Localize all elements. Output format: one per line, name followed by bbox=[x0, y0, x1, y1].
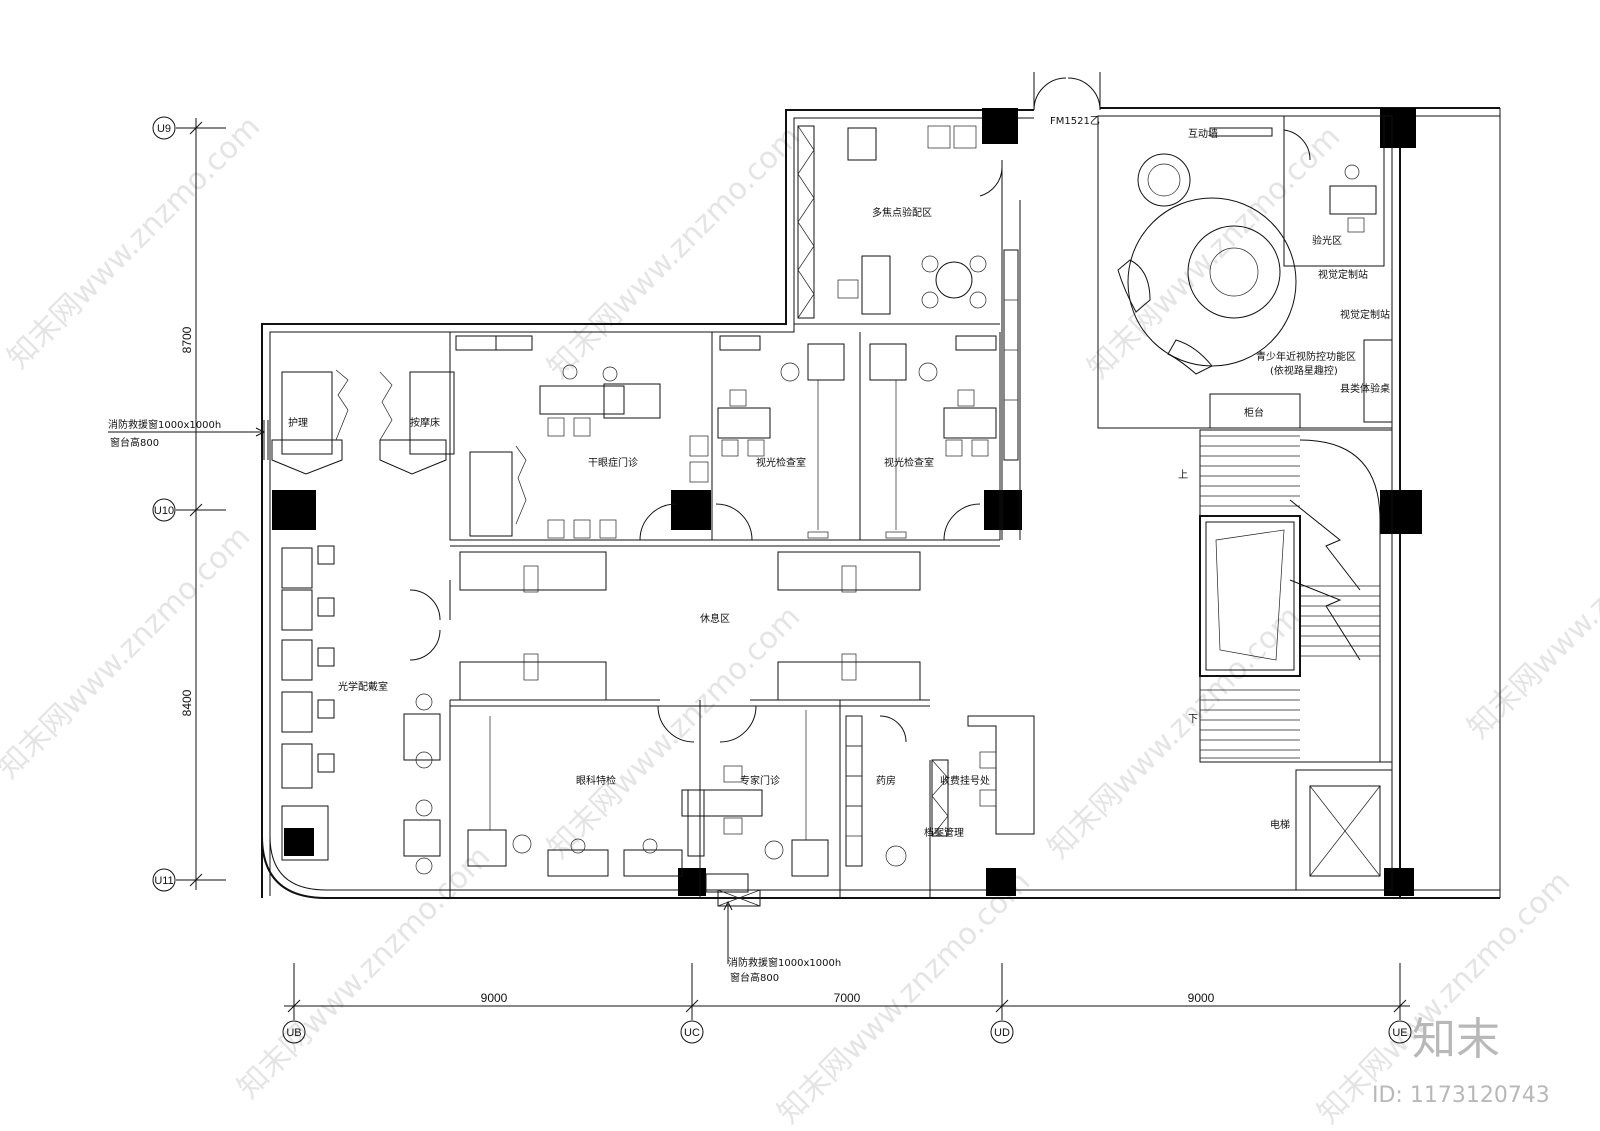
structural-columns bbox=[272, 108, 1422, 896]
watermark-text: 知末网www.znzmo.com bbox=[1461, 479, 1600, 745]
bottom-axis: UB UC UD UE 9000 7000 9000 bbox=[282, 963, 1412, 1044]
watermark-text: 知末网www.znzmo.com bbox=[771, 864, 1037, 1130]
watermark-text: 知末网www.znzmo.com bbox=[1041, 599, 1307, 865]
note-window-bottom-line2: 窗台高800 bbox=[730, 971, 779, 984]
doors bbox=[409, 129, 1311, 743]
room-label-vision-exam-2: 视光检查室 bbox=[884, 456, 934, 469]
watermark-text: 知末网www.znzmo.com bbox=[231, 839, 497, 1105]
room-label-eye-exam: 眼科特检 bbox=[576, 774, 616, 787]
stairs-down-label: 下 bbox=[1188, 714, 1198, 725]
room-label-management: 档案管理 bbox=[924, 826, 964, 839]
brand-mark: 知末 ID: 1173120743 bbox=[1372, 1014, 1550, 1108]
axis-label-u10: U10 bbox=[154, 505, 174, 517]
note-window-left-line2: 窗台高800 bbox=[110, 436, 159, 449]
watermark-layer: 知末网www.znzmo.com 知末网www.znzmo.com 知末网www… bbox=[0, 109, 1600, 1130]
note-window-bottom-line1: 消防救援窗1000x1000h bbox=[728, 956, 841, 969]
room-label-care: 护理 bbox=[288, 416, 308, 429]
note-window-left-line1: 消防救援窗1000x1000h bbox=[108, 418, 221, 431]
room-label-custom-station-2: 视觉定制站 bbox=[1340, 308, 1390, 321]
watermark-text: 知末网www.znzmo.com bbox=[541, 119, 807, 385]
stairs-up-label: 上 bbox=[1178, 469, 1188, 481]
text-labels: 消防救援窗1000x1000h 窗台高800 消防救援窗1000x1000h 窗… bbox=[108, 127, 1390, 984]
dimension-label: 9000 bbox=[481, 991, 508, 1005]
outer-walls: FM1521乙 bbox=[261, 72, 1501, 899]
room-label-registration: 收费挂号处 bbox=[940, 774, 990, 787]
door-code-label: FM1521乙 bbox=[1050, 115, 1100, 127]
room-label-custom-station-1: 视觉定制站 bbox=[1318, 268, 1368, 281]
axis-label-ud: UD bbox=[994, 1027, 1010, 1039]
dimension-label: 9000 bbox=[1188, 991, 1215, 1005]
room-label-interactive-wall: 互动墙 bbox=[1188, 127, 1218, 140]
room-label-massage: 按摩床 bbox=[410, 416, 440, 429]
axis-label-ub: UB bbox=[286, 1027, 301, 1039]
watermark-text: 知末网www.znzmo.com bbox=[541, 599, 807, 865]
axis-label-ue: UE bbox=[1392, 1027, 1407, 1039]
room-label-vision-exam-1: 视光检查室 bbox=[756, 456, 806, 469]
room-label-frames: 光学配戴室 bbox=[338, 680, 388, 693]
room-label-pharmacy: 药房 bbox=[876, 774, 896, 787]
room-label-dry-eye: 干眼症门诊 bbox=[588, 456, 638, 469]
room-label-elevator: 电梯 bbox=[1270, 818, 1290, 831]
watermark-text: 知末网www.znzmo.com bbox=[1081, 119, 1347, 385]
dimension-label: 7000 bbox=[834, 991, 861, 1005]
staircase: 上 下 bbox=[1178, 435, 1380, 759]
left-axis: U9 U10 U11 8700 8400 bbox=[152, 116, 226, 892]
room-label-expert: 专家门诊 bbox=[740, 774, 780, 787]
brand-logo-text: 知末 bbox=[1412, 1014, 1500, 1065]
room-label-youth-line2: (依视路星趣控) bbox=[1270, 364, 1338, 377]
room-label-rest: 休息区 bbox=[700, 612, 730, 625]
room-label-youth-line1: 青少年近视防控功能区 bbox=[1256, 350, 1356, 363]
axis-label-u11: U11 bbox=[154, 875, 173, 887]
room-label-multifocal: 多焦点验配区 bbox=[872, 206, 932, 219]
watermark-text: 知末网www.znzmo.com bbox=[0, 519, 257, 785]
dimension-label: 8400 bbox=[180, 689, 194, 716]
axis-label-uc: UC bbox=[684, 1027, 700, 1039]
watermark-text: 知末网www.znzmo.com bbox=[1, 109, 267, 375]
axis-label-u9: U9 bbox=[157, 123, 171, 135]
dimension-label: 8700 bbox=[180, 326, 194, 353]
image-id-text: ID: 1173120743 bbox=[1372, 1083, 1550, 1108]
room-label-lens-exp: 县类体验桌 bbox=[1340, 382, 1390, 395]
furniture bbox=[263, 125, 1393, 907]
annotation-leaders bbox=[108, 427, 733, 964]
room-label-optometry: 验光区 bbox=[1312, 234, 1342, 247]
room-label-counter: 柜台 bbox=[1244, 406, 1264, 419]
